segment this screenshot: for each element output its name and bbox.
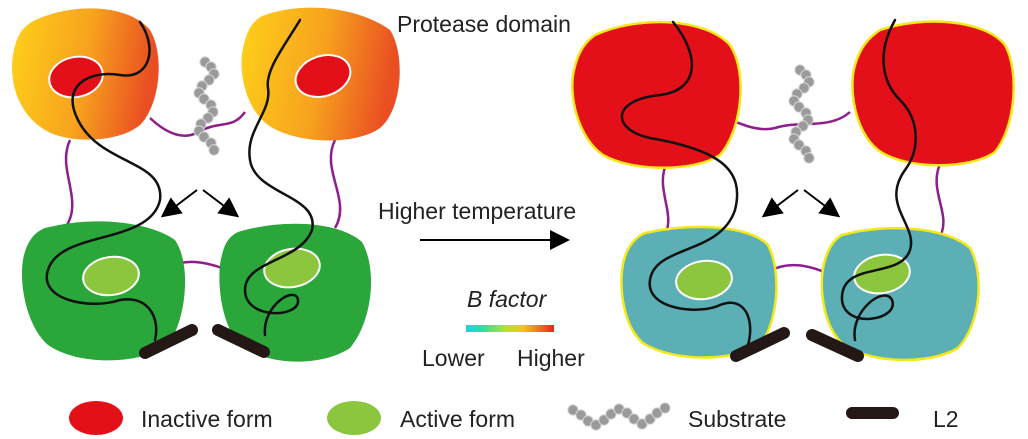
right-protease-domain-2 [851, 20, 1015, 167]
right-arrow-down-right [803, 189, 841, 218]
left-active-site-1 [82, 255, 140, 297]
right-arrow-down-left [761, 189, 799, 218]
right-l2-bar-2 [806, 329, 864, 362]
legend-active-swatch [327, 401, 381, 435]
right-l2-bar-1 [730, 327, 790, 362]
legend-substrate-swatch [567, 402, 671, 431]
left-green-domain-2 [219, 223, 372, 362]
right-chains [620, 18, 917, 347]
left-l2-bar-1 [139, 324, 198, 359]
legend-active-label: Active form [400, 406, 515, 432]
left-inactive-site-1 [48, 55, 104, 99]
left-l2-bar-2 [212, 324, 270, 358]
b-factor-scale: B factor Lower Higher [422, 286, 585, 371]
b-factor-high-label: Higher [517, 345, 585, 371]
legend-inactive-swatch [69, 401, 123, 435]
left-arrow-down-right [202, 189, 240, 218]
higher-temperature-label: Higher temperature [378, 198, 576, 224]
legend: Inactive form Active form Substrate L2 [69, 401, 959, 435]
left-substrate [193, 56, 220, 156]
b-factor-title: B factor [467, 286, 548, 312]
legend-l2-label: L2 [933, 406, 959, 432]
legend-inactive-label: Inactive form [141, 406, 273, 432]
left-chains [45, 18, 314, 342]
right-state [571, 18, 1015, 362]
legend-substrate-label: Substrate [688, 406, 786, 432]
right-teal-domain-2 [820, 226, 980, 362]
b-factor-low-label: Lower [422, 345, 485, 371]
protease-domain-label: Protease domain [397, 11, 571, 37]
left-state [12, 7, 400, 362]
b-factor-gradient-bar [466, 325, 554, 332]
left-arrow-down-left [160, 189, 198, 218]
right-substrate [788, 64, 815, 164]
right-active-site-1 [675, 259, 733, 301]
left-inactive-site-2 [294, 54, 352, 98]
